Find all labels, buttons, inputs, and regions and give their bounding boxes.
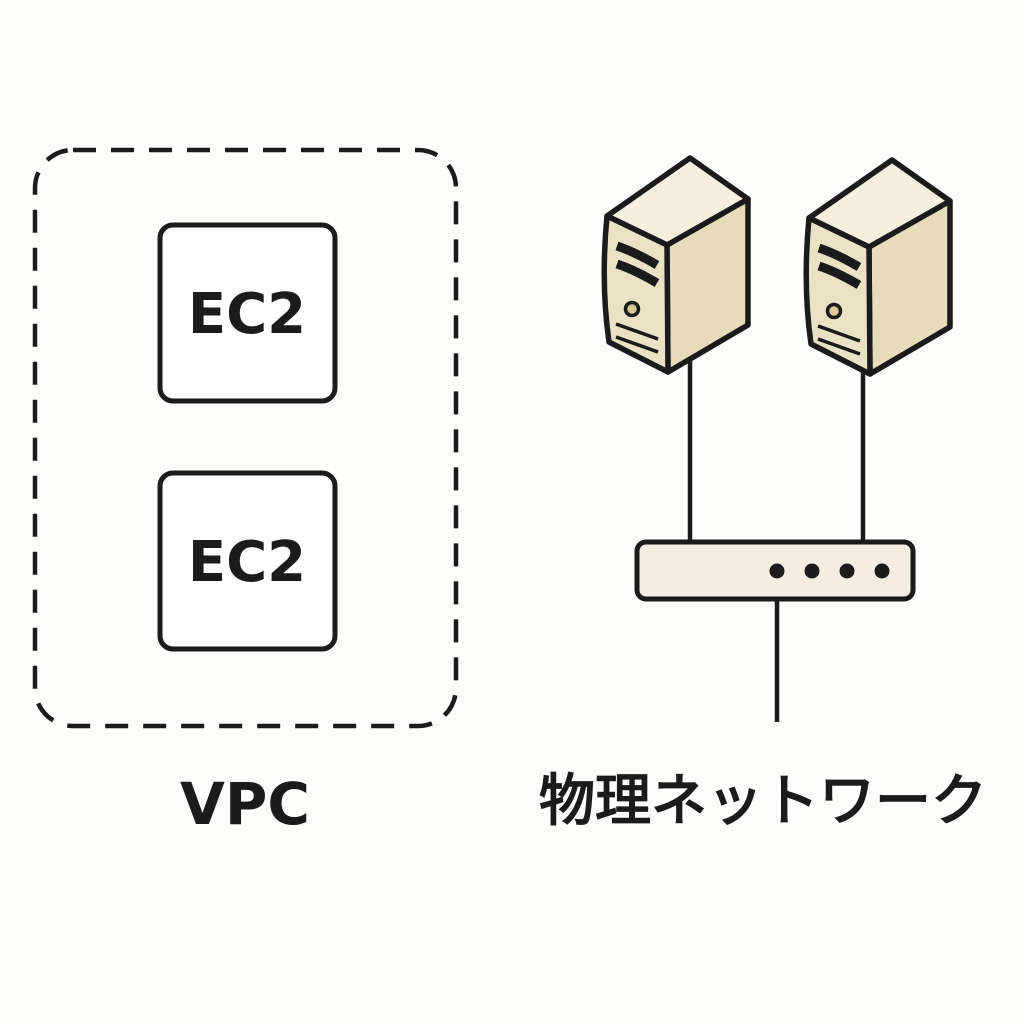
ec2-box (157, 470, 338, 652)
vpc-group: EC2 EC2 VPC (32, 147, 459, 838)
switch-port-dot (804, 563, 820, 579)
ec2-instance-box: EC2 (157, 222, 338, 404)
switch-port-dot (839, 563, 855, 579)
vpc-boundary (32, 147, 459, 729)
ec2-label: EC2 (188, 282, 306, 347)
vpc-caption: VPC (180, 770, 310, 838)
ec2-instance-box: EC2 (157, 470, 338, 652)
server-icon (604, 158, 748, 372)
switch-port-dot (769, 563, 785, 579)
ec2-label: EC2 (188, 530, 306, 595)
switch-port-dot (874, 563, 890, 579)
physical-network-group: 物理ネットワーク (539, 158, 987, 834)
server-icon (806, 160, 950, 374)
ec2-box (157, 222, 338, 404)
physical-network-caption: 物理ネットワーク (539, 769, 987, 834)
